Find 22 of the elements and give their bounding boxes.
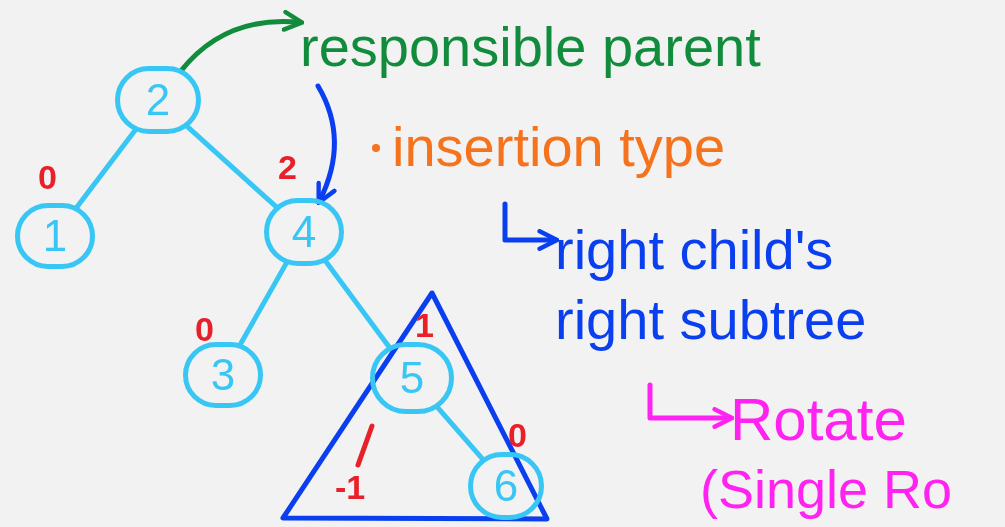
balance-factor: 0 [508,418,527,452]
balance-factor: 0 [38,160,57,194]
annotation-text: (Single Ro [700,456,1005,526]
annotation-text: Rotate [730,382,1000,454]
balance-factor: 2 [278,150,297,184]
node-value: 3 [210,353,236,397]
balance-factor: 0 [195,312,214,346]
balance-factor: 1 [415,308,434,342]
node-value: 2 [145,78,171,122]
tree-edge [434,404,486,462]
annotation-text: responsible parent [300,12,845,86]
node-value: 4 [291,210,317,254]
arrow [647,382,735,429]
arrow [502,201,560,251]
annotation-text: right child's right subtree [555,215,950,385]
annotation-text: insertion type [392,112,837,204]
tree-edge [183,123,280,210]
triangle-outline [280,290,550,522]
balance-factor: -1 [335,470,366,504]
node-value: 6 [493,464,519,508]
node-value: 1 [42,214,68,258]
node-value: 5 [399,356,425,400]
